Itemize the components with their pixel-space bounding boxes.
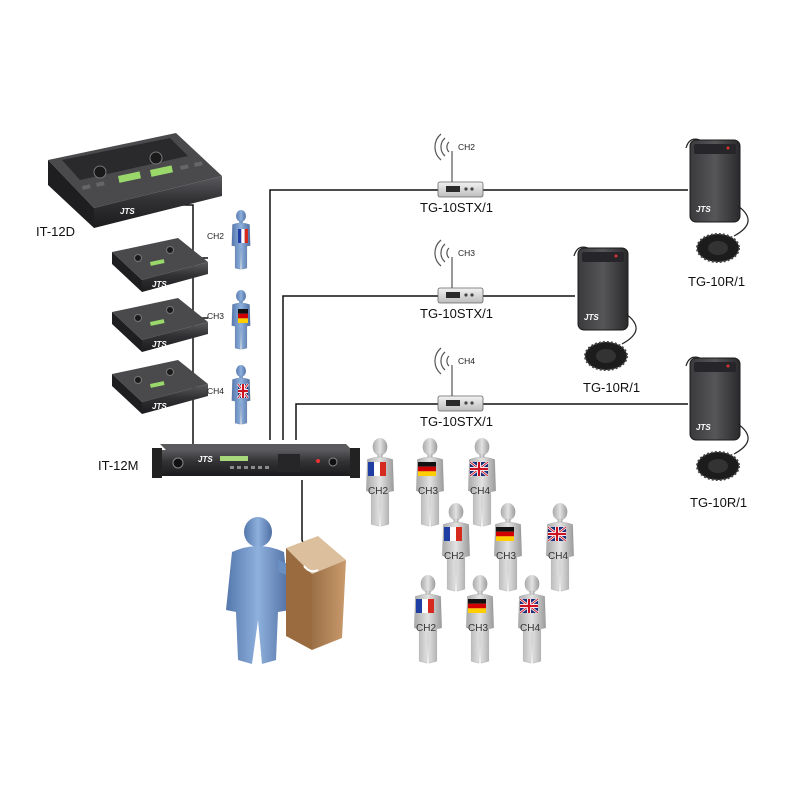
flag-france-icon (416, 599, 434, 613)
flag-germany-icon (496, 527, 514, 541)
console-ch3-brand: JTS (152, 340, 167, 349)
flag-france-icon (238, 229, 248, 243)
earphone-icon (584, 341, 628, 371)
it-12d-console-ch4: JTS (112, 360, 208, 414)
flag-uk-icon (519, 598, 539, 614)
interpreter-channel-label: CH2 (207, 231, 224, 241)
flag-uk-icon (237, 383, 249, 399)
it-12d-console-ch2: JTS (112, 238, 208, 292)
wireless-signal-icon (434, 347, 453, 396)
flag-germany-icon (238, 309, 248, 323)
it-12d-console-ch3: JTS (112, 298, 208, 352)
transmitter-channel-label: CH2 (458, 142, 475, 152)
audience-channel-label: CH4 (520, 623, 540, 634)
receiver-tg-10r-3: JTS TG-10R/1 (685, 356, 749, 510)
wireless-signal-icon (434, 239, 453, 288)
label-tg-10stx: TG-10STX/1 (420, 306, 493, 321)
audience-member-ch2: CH2 (441, 503, 471, 592)
audience-member-ch4: CH4 (467, 438, 497, 527)
audience-member-ch4: CH4 (517, 575, 547, 664)
label-tg-10stx: TG-10STX/1 (420, 414, 493, 429)
console-ch4-brand: JTS (152, 402, 167, 411)
earphone-icon (696, 451, 740, 481)
speaker-figure (226, 517, 308, 664)
flag-uk-icon (469, 461, 489, 477)
audience-channel-label: CH4 (470, 486, 490, 497)
interpreter-ch3: CH3 (207, 290, 251, 350)
audience-member-ch2: CH2 (413, 575, 443, 664)
audience-member-ch4: CH4 (545, 503, 575, 592)
mixer-brand-logo: JTS (198, 455, 213, 464)
interpreter-channel-label: CH4 (207, 386, 224, 396)
podium (286, 536, 346, 650)
interpreter-ch2: CH2 (207, 210, 251, 270)
audience-member-ch3: CH3 (493, 503, 523, 592)
label-tg-10stx: TG-10STX/1 (420, 200, 493, 215)
audience-channel-label: CH2 (416, 623, 436, 634)
label-tg-10r: TG-10R/1 (690, 495, 747, 510)
interpreter-ch4: CH4 (207, 365, 251, 425)
wire-tx-1 (269, 189, 438, 440)
receiver-tg-10r-1: JTS TG-10R/1 (685, 138, 749, 289)
wireless-signal-icon (434, 133, 453, 182)
label-it-12m: IT-12M (98, 458, 138, 473)
receiver-brand-logo: JTS (584, 313, 599, 322)
audience-channel-label: CH3 (468, 623, 488, 634)
flag-uk-icon (547, 526, 567, 542)
audience-channel-label: CH3 (496, 551, 516, 562)
wire-tx-2 (282, 295, 438, 440)
console-brand-logo: JTS (120, 207, 135, 216)
audience-channel-label: CH2 (368, 486, 388, 497)
flag-france-icon (368, 462, 386, 476)
flag-france-icon (444, 527, 462, 541)
receiver-tg-10r-2: JTS TG-10R/1 (573, 246, 640, 395)
receiver-brand-logo: JTS (696, 423, 711, 432)
wire-tx-3 (295, 403, 438, 440)
label-tg-10r: TG-10R/1 (688, 274, 745, 289)
transmitter-channel-label: CH3 (458, 248, 475, 258)
earphone-icon (696, 233, 740, 263)
audience-channel-label: CH3 (418, 486, 438, 497)
flag-germany-icon (468, 599, 486, 613)
interpreter-channel-label: CH3 (207, 311, 224, 321)
audience-member-ch3: CH3 (465, 575, 495, 664)
label-tg-10r: TG-10R/1 (583, 380, 640, 395)
wiring (178, 189, 688, 567)
audience-member-ch3: CH3 (415, 438, 445, 527)
audience-channel-label: CH4 (548, 551, 568, 562)
flag-germany-icon (418, 462, 436, 476)
it-12d-console-main: JTS (48, 133, 222, 228)
audience-channel-label: CH2 (444, 551, 464, 562)
audience-member-ch2: CH2 (365, 438, 395, 527)
label-it-12d: IT-12D (36, 224, 75, 239)
it-12m-mixer: JTS (152, 444, 360, 478)
console-ch2-brand: JTS (152, 280, 167, 289)
transmitter-channel-label: CH4 (458, 356, 475, 366)
receiver-brand-logo: JTS (696, 205, 711, 214)
